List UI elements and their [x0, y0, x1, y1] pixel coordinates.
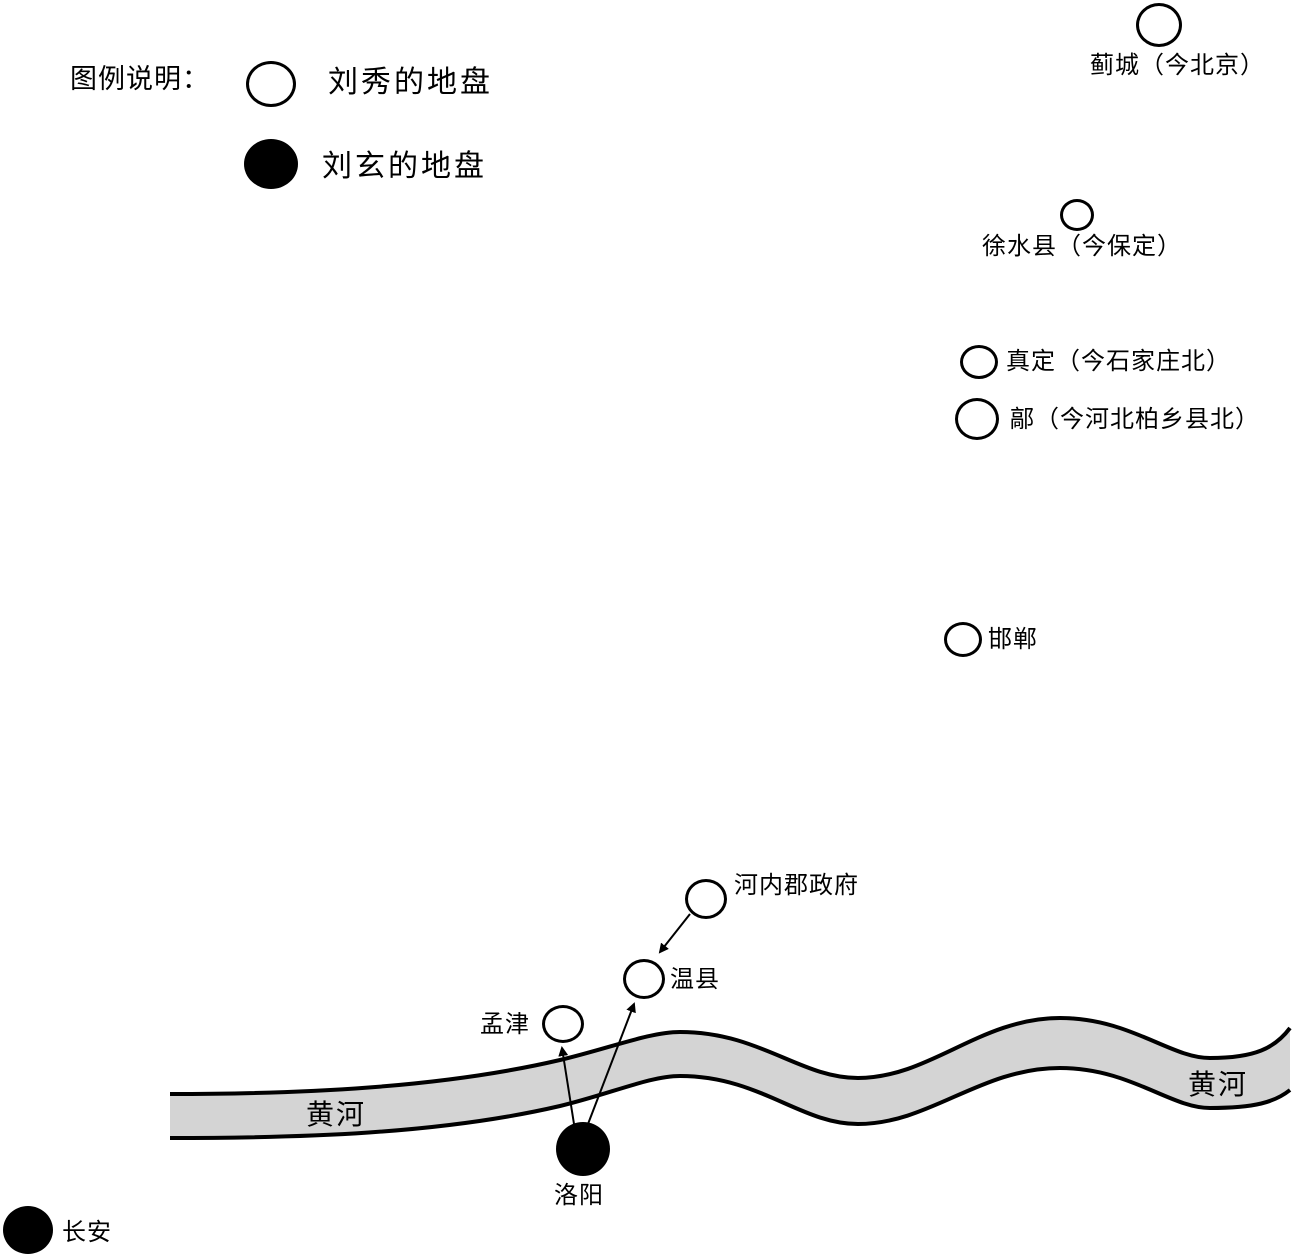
luoyang-marker-icon [556, 1122, 610, 1176]
legend-liu-xiu-label: 刘秀的地盘 [328, 65, 493, 100]
hao-marker-icon [955, 398, 999, 440]
legend-title: 图例说明： [70, 64, 210, 95]
yellow-river-label-left: 黄河 [306, 1098, 367, 1131]
legend-liu-xuan-label: 刘玄的地盘 [322, 149, 487, 184]
handan-label: 邯郸 [988, 625, 1038, 653]
legend-filled-circle-icon [244, 139, 298, 189]
yellow-river-label-right: 黄河 [1188, 1068, 1249, 1101]
changan-marker-icon [3, 1206, 53, 1254]
mengjin-label: 孟津 [480, 1010, 530, 1038]
wenxian-marker-icon [623, 959, 665, 999]
arrow-henei-to-wenxian [658, 913, 691, 954]
changan-label: 长安 [62, 1218, 112, 1246]
jicheng-label: 蓟城（今北京） [1090, 51, 1265, 79]
xushui-label: 徐水县（今保定） [982, 232, 1182, 260]
arrow-luoyang-to-mengjin [558, 1046, 575, 1125]
zhending-marker-icon [960, 345, 998, 379]
yellow-river-south-bank [169, 1065, 1292, 1140]
wenxian-label: 温县 [670, 965, 720, 993]
luoyang-label: 洛阳 [554, 1181, 604, 1209]
henei-label: 河内郡政府 [734, 871, 859, 899]
jicheng-marker-icon [1136, 3, 1182, 47]
xushui-marker-icon [1060, 199, 1094, 231]
yellow-river [170, 1018, 1290, 1138]
henei-marker-icon [685, 879, 727, 919]
handan-marker-icon [944, 622, 982, 657]
hao-label: 鄗（今河北柏乡县北） [1010, 405, 1260, 433]
arrow-luoyang-to-wenxian [587, 1002, 636, 1125]
legend-open-circle-icon [246, 61, 296, 107]
mengjin-marker-icon [542, 1005, 584, 1043]
yellow-river-north-bank [169, 1015, 1292, 1096]
zhending-label: 真定（今石家庄北） [1006, 347, 1231, 375]
